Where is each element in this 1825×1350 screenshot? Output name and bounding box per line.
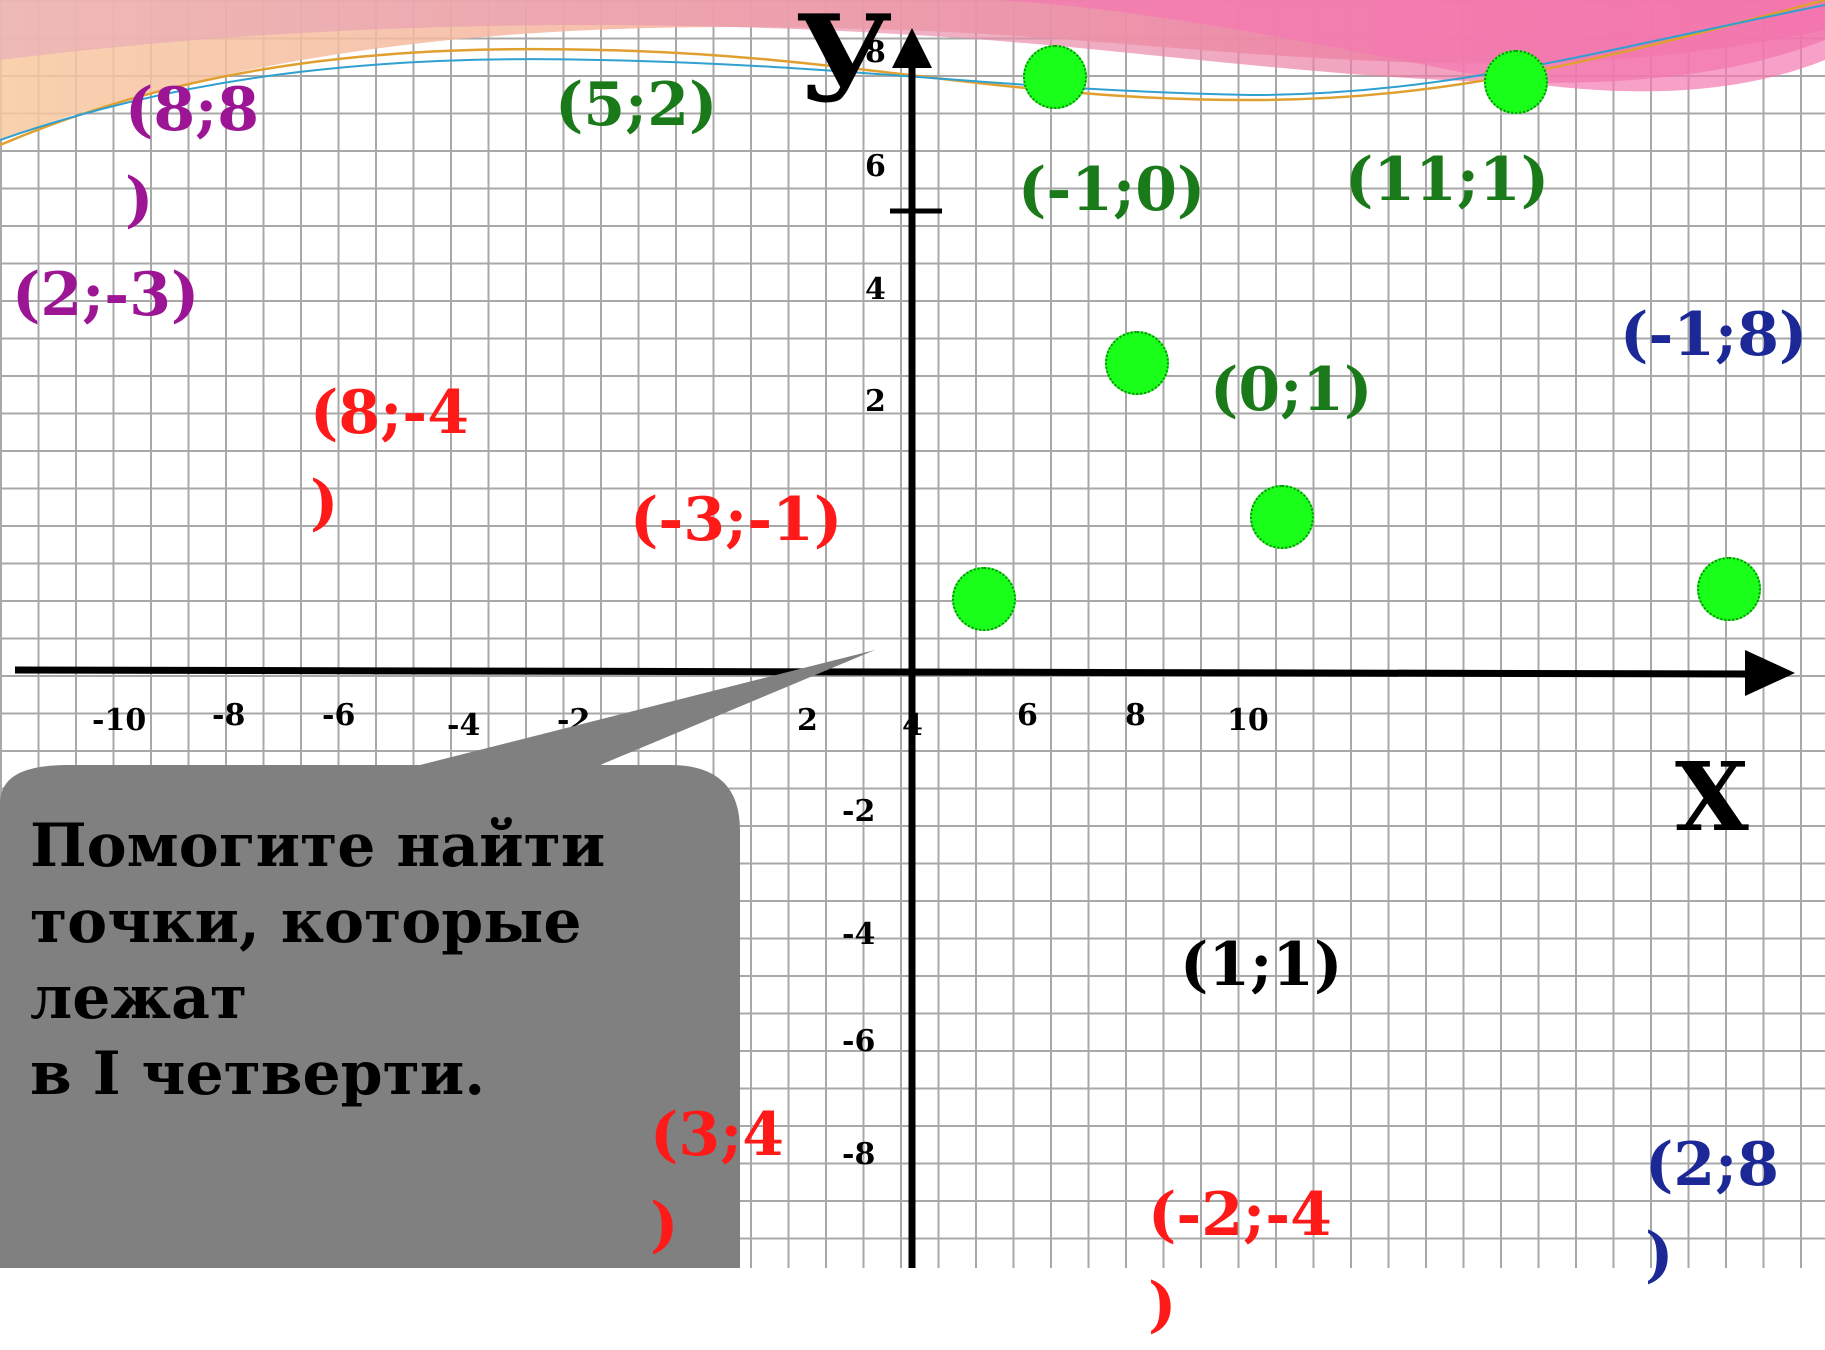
speech-bubble	[0, 650, 875, 1268]
coordinate-label[interactable]: (8;8 )	[125, 75, 260, 235]
coordinate-label[interactable]: (2;-3)	[12, 260, 200, 330]
coordinate-label[interactable]: (-2;-4 )	[1148, 1180, 1332, 1340]
y-tick-label: 8	[865, 35, 886, 70]
callout-text: Помогите найти точки, которые лежат в I …	[30, 811, 606, 1109]
coordinate-label[interactable]: (-1;8)	[1620, 300, 1808, 370]
y-tick-label: -8	[842, 1137, 876, 1172]
x-tick-label: 4	[902, 708, 923, 743]
x-tick-label: 2	[797, 703, 818, 738]
green-point[interactable]	[1697, 557, 1761, 621]
y-axis-label: У	[795, 0, 893, 130]
green-point[interactable]	[1484, 50, 1548, 114]
coordinate-label[interactable]: (0;1)	[1210, 355, 1373, 425]
y-axis-arrow	[892, 28, 932, 68]
coordinate-label[interactable]: (2;8 )	[1645, 1130, 1780, 1290]
green-point[interactable]	[952, 567, 1016, 631]
x-tick-label: -10	[92, 703, 147, 738]
x-tick-label: 8	[1125, 698, 1146, 733]
x-tick-label: 10	[1227, 703, 1269, 738]
coordinate-label[interactable]: (8;-4 )	[310, 378, 469, 538]
x-tick-label: -6	[322, 698, 356, 733]
y-tick-label: -2	[842, 794, 876, 829]
green-point[interactable]	[1105, 331, 1169, 395]
x-axis-line	[14, 666, 1751, 678]
x-tick-label: -4	[447, 708, 481, 743]
decorative-banner	[0, 0, 1825, 147]
y-tick-label: -6	[842, 1024, 876, 1059]
green-point[interactable]	[1023, 45, 1087, 109]
coordinate-axes	[14, 28, 1795, 1268]
y-tick-label: 6	[865, 149, 886, 184]
x-axis-arrow	[1745, 650, 1795, 696]
x-tick-label: -8	[212, 698, 246, 733]
x-axis-label: X	[1675, 742, 1749, 853]
coordinate-label[interactable]: (11;1)	[1345, 145, 1550, 215]
coordinate-label[interactable]: (-1;0)	[1018, 155, 1206, 225]
x-tick-label: 6	[1017, 698, 1038, 733]
y-tick-label: 2	[865, 384, 886, 419]
y-tick-label: 4	[865, 272, 886, 307]
coordinate-label[interactable]: (3;4 )	[650, 1100, 785, 1260]
green-point[interactable]	[1250, 485, 1314, 549]
coordinate-label[interactable]: (1;1)	[1180, 930, 1343, 1000]
coordinate-label[interactable]: (5;2)	[555, 70, 718, 140]
coordinate-label[interactable]: (-3;-1)	[630, 485, 843, 555]
y-tick-label: -4	[842, 917, 876, 952]
